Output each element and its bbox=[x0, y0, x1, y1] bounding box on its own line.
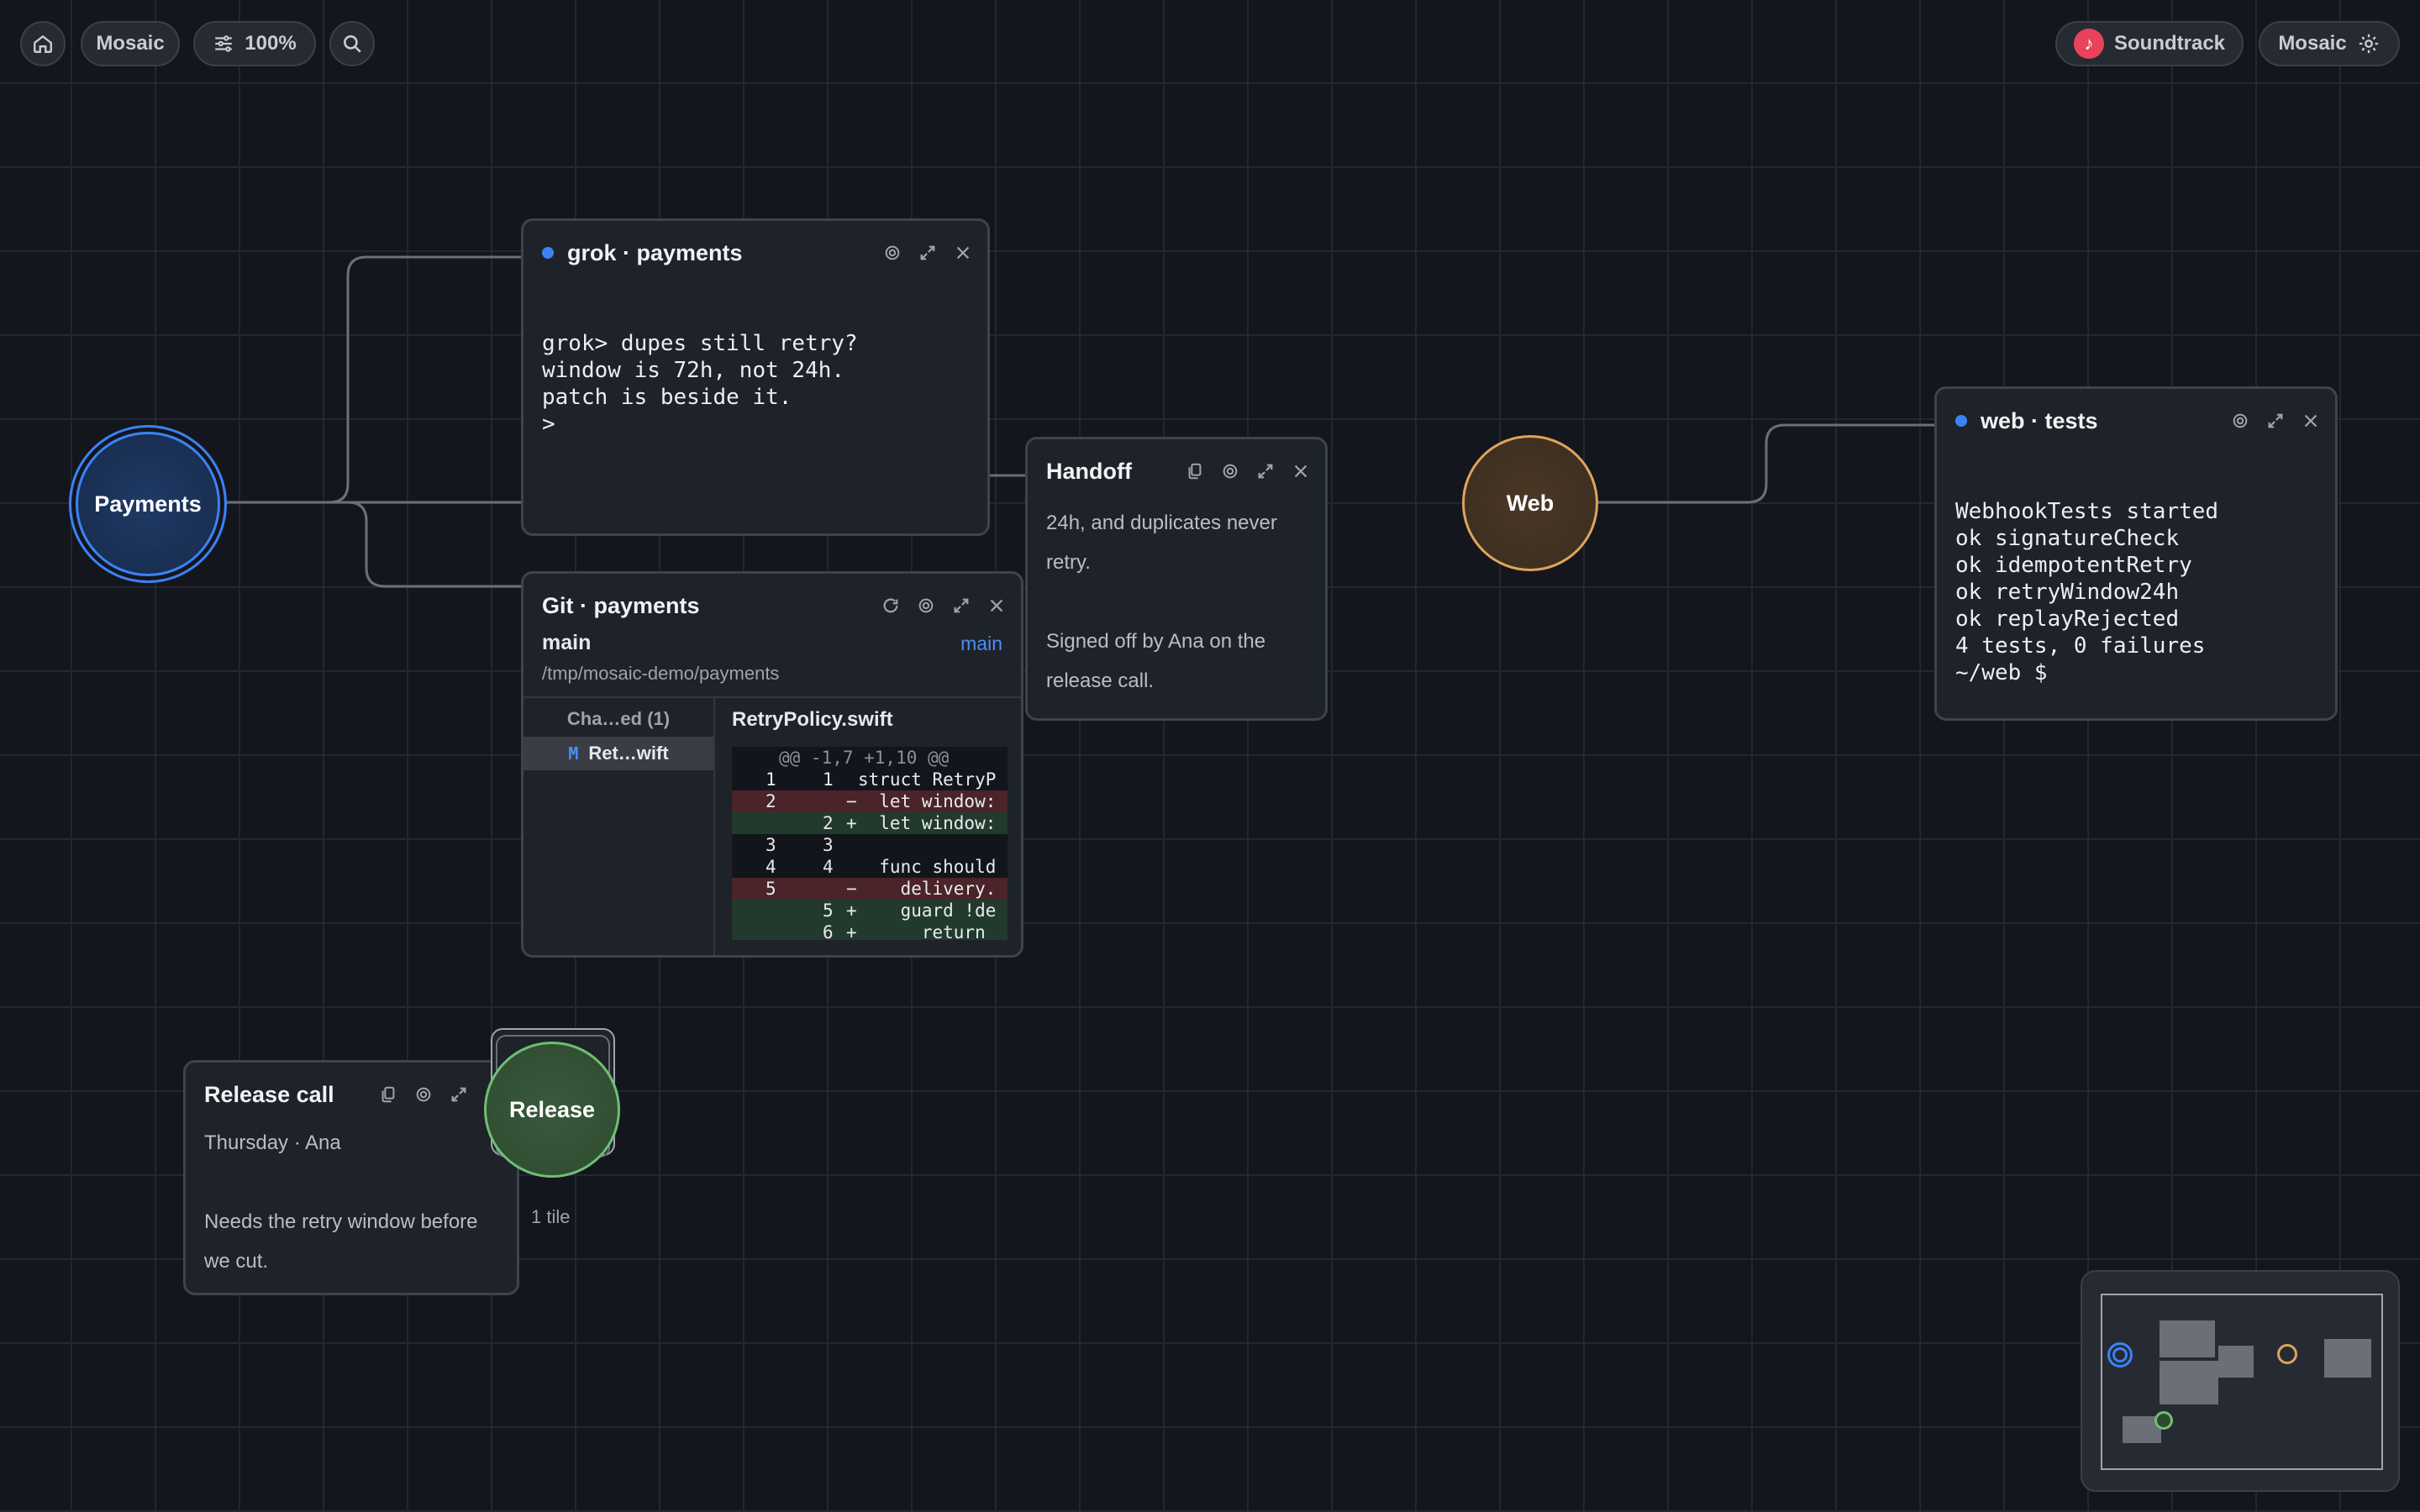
terminal-output[interactable]: grok> dupes still retry?window is 72h, n… bbox=[542, 331, 858, 437]
music-note-icon: ♪ bbox=[2073, 29, 2104, 59]
changes-header: Cha…ed (1) bbox=[566, 708, 671, 729]
payments-node[interactable]: Payments bbox=[76, 432, 220, 576]
soundtrack-button[interactable]: ♪ Soundtrack bbox=[2055, 21, 2244, 66]
minimap[interactable] bbox=[2081, 1270, 2400, 1492]
expand-icon[interactable] bbox=[952, 596, 971, 615]
gear-icon bbox=[2357, 32, 2381, 55]
diff-filename: RetryPolicy.swift bbox=[732, 708, 893, 731]
minimap-payments bbox=[2107, 1342, 2133, 1368]
minimap-git bbox=[2160, 1361, 2218, 1404]
diff-hunk-header: @@ -1,7 +1,10 @@ bbox=[779, 748, 950, 768]
close-icon[interactable] bbox=[954, 244, 972, 262]
tile-title: Git · payments bbox=[542, 592, 700, 618]
diff-line: 5+ guard !de bbox=[732, 900, 1007, 921]
diff-line: 2− let window: bbox=[732, 790, 1007, 812]
copy-icon[interactable] bbox=[379, 1085, 397, 1104]
web-node[interactable]: Web bbox=[1462, 435, 1598, 571]
copy-icon[interactable] bbox=[1186, 462, 1204, 480]
workspace-button[interactable]: Mosaic bbox=[81, 21, 180, 66]
release-node[interactable]: Release bbox=[484, 1042, 620, 1178]
diff-line: 5− delivery. bbox=[732, 878, 1007, 900]
file-status-badge: M bbox=[568, 743, 579, 764]
note-meta: Thursday · Ana bbox=[204, 1131, 341, 1154]
gear-icon[interactable] bbox=[1221, 462, 1239, 480]
expand-icon[interactable] bbox=[1256, 462, 1275, 480]
gear-icon[interactable] bbox=[414, 1085, 433, 1104]
zoom-button[interactable]: 100% bbox=[193, 21, 316, 66]
gear-icon[interactable] bbox=[2231, 412, 2249, 430]
close-icon[interactable] bbox=[1292, 462, 1310, 480]
branch-selector[interactable]: main bbox=[960, 633, 1002, 654]
status-dot bbox=[542, 247, 554, 259]
minimap-grok bbox=[2160, 1320, 2215, 1357]
refresh-icon[interactable] bbox=[881, 596, 900, 615]
diff-line: 2+ let window: bbox=[732, 812, 1007, 834]
edge-web-tests bbox=[1598, 423, 1938, 504]
diff-line: 6+ return bbox=[732, 921, 1007, 940]
home-button[interactable] bbox=[20, 21, 66, 66]
expand-icon[interactable] bbox=[450, 1085, 468, 1104]
minimap-viewport[interactable] bbox=[2101, 1294, 2383, 1470]
workspace-settings-button[interactable]: Mosaic bbox=[2259, 21, 2400, 66]
minimap-web-tests bbox=[2324, 1339, 2371, 1378]
tile-title: grok · payments bbox=[567, 239, 743, 265]
home-icon bbox=[32, 33, 54, 55]
changed-file-item[interactable]: M Ret…wift bbox=[523, 737, 713, 770]
tile-title: web · tests bbox=[1981, 407, 2098, 433]
search-button[interactable] bbox=[329, 21, 375, 66]
expand-icon[interactable] bbox=[918, 244, 937, 262]
minimap-web bbox=[2277, 1344, 2297, 1364]
branch-name: main bbox=[542, 631, 592, 654]
close-icon[interactable] bbox=[987, 596, 1006, 615]
repo-path: /tmp/mosaic-demo/payments bbox=[542, 663, 780, 684]
note-body[interactable]: Thursday · Ana Needs the retry window be… bbox=[204, 1123, 498, 1281]
sliders-icon bbox=[213, 33, 234, 55]
close-icon[interactable] bbox=[2302, 412, 2320, 430]
expand-icon[interactable] bbox=[2266, 412, 2285, 430]
zoom-level: 100% bbox=[245, 32, 297, 55]
grok-payments-tile[interactable]: grok · payments grok> dupes still retry?… bbox=[521, 218, 990, 536]
tile-title: Release call bbox=[204, 1081, 334, 1107]
release-call-tile[interactable]: Release call Thursday · Ana Needs the re… bbox=[183, 1060, 519, 1295]
gear-icon[interactable] bbox=[883, 244, 902, 262]
edge-payments-git bbox=[222, 501, 523, 588]
minimap-release bbox=[2154, 1411, 2173, 1430]
minimap-handoff bbox=[2218, 1346, 2254, 1378]
edge-payments-grok bbox=[222, 255, 523, 504]
git-payments-tile[interactable]: Git · payments main main /tmp/mosaic-dem… bbox=[521, 571, 1023, 958]
search-icon bbox=[341, 33, 363, 55]
status-dot bbox=[1955, 415, 1967, 427]
changes-panel: Cha…ed (1) M Ret…wift bbox=[523, 696, 715, 955]
gear-icon[interactable] bbox=[917, 596, 935, 615]
tile-title: Handoff bbox=[1046, 458, 1132, 484]
release-tile-count: 1 tile bbox=[531, 1206, 571, 1227]
